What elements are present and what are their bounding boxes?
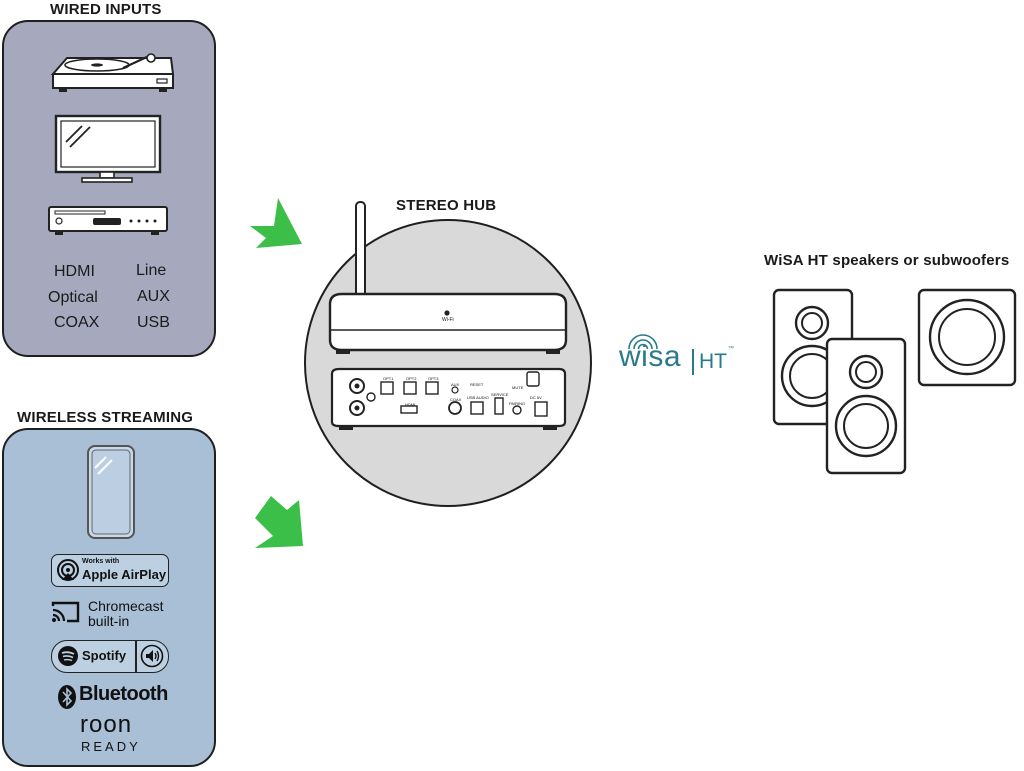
input-hdmi: HDMI <box>54 263 95 280</box>
spotify-icon <box>58 646 78 666</box>
airplay-text: Apple AirPlay <box>82 567 167 582</box>
arrow-wireless-to-hub <box>255 496 303 548</box>
rear-label-coax: COAX <box>450 397 462 402</box>
wisa-wireless-icon <box>628 334 658 350</box>
chromecast-text: Chromecast <box>88 598 164 614</box>
rear-label-opt1: OPT1 <box>383 376 394 381</box>
bluetooth-text: Bluetooth <box>79 683 168 705</box>
wired-inputs-panel: HDMI Optical COAX Line AUX USB <box>2 20 216 357</box>
wisa-ht-text: HT <box>699 350 727 373</box>
rear-label-service: SERVICE <box>491 392 509 397</box>
rear-label-hdmi: HDMI <box>405 402 416 407</box>
airplay-badge: Works with Apple AirPlay <box>51 554 169 587</box>
input-optical: Optical <box>48 289 98 306</box>
speakers-icon <box>772 288 1017 475</box>
spotify-divider <box>135 641 137 672</box>
wisa-logo-divider <box>692 349 694 375</box>
wireless-streaming-panel: Works with Apple AirPlay Chromecast buil… <box>2 428 216 767</box>
rear-label-opt3: OPT3 <box>428 376 439 381</box>
phone-icon <box>87 445 135 539</box>
wisa-tm-mark: ™ <box>728 346 734 352</box>
rear-label-opt2: OPT2 <box>406 376 417 381</box>
rear-label-aux: AUX <box>451 382 460 387</box>
bluetooth-icon <box>58 685 76 709</box>
tv-icon <box>54 114 162 183</box>
hub-circle <box>304 219 592 507</box>
rear-label-usb-audio: USB AUDIO <box>467 395 489 400</box>
hub-rear-device <box>330 367 567 430</box>
rear-label-pairing: PAIRING <box>509 401 526 406</box>
input-coax: COAX <box>54 314 100 331</box>
stereo-hub-heading: STEREO HUB <box>396 197 497 214</box>
turntable-icon <box>50 53 175 92</box>
disc-player-icon <box>48 206 168 235</box>
input-usb: USB <box>137 314 170 331</box>
spotify-badge: Spotify <box>51 640 169 673</box>
airplay-icon <box>57 559 79 581</box>
wired-inputs-heading: WIRED INPUTS <box>50 1 162 18</box>
wireless-streaming-heading: WIRELESS STREAMING <box>17 409 194 426</box>
arrow-wired-to-hub <box>250 198 302 248</box>
chromecast-builtin-text: built-in <box>88 613 130 629</box>
speakers-heading: WiSA HT speakers or subwoofers <box>764 252 1010 269</box>
rear-label-mute: MUTE <box>512 385 524 390</box>
input-aux: AUX <box>137 288 170 305</box>
hub-front-device <box>328 201 568 354</box>
spotify-text: Spotify <box>82 648 127 663</box>
airplay-small-text: Works with <box>82 558 120 565</box>
input-line: Line <box>136 262 167 279</box>
wisa-logo-text: wisa <box>619 340 682 373</box>
rear-label-reset: RESET <box>470 382 484 387</box>
speaker-connect-icon <box>140 644 164 668</box>
roon-ready-text: READY <box>81 739 141 754</box>
chromecast-icon <box>51 601 80 623</box>
roon-text: roon <box>80 711 133 738</box>
hub-front-wifi-label: Wi-Fi <box>442 317 454 323</box>
rear-label-dc: DC 5V <box>530 395 542 400</box>
